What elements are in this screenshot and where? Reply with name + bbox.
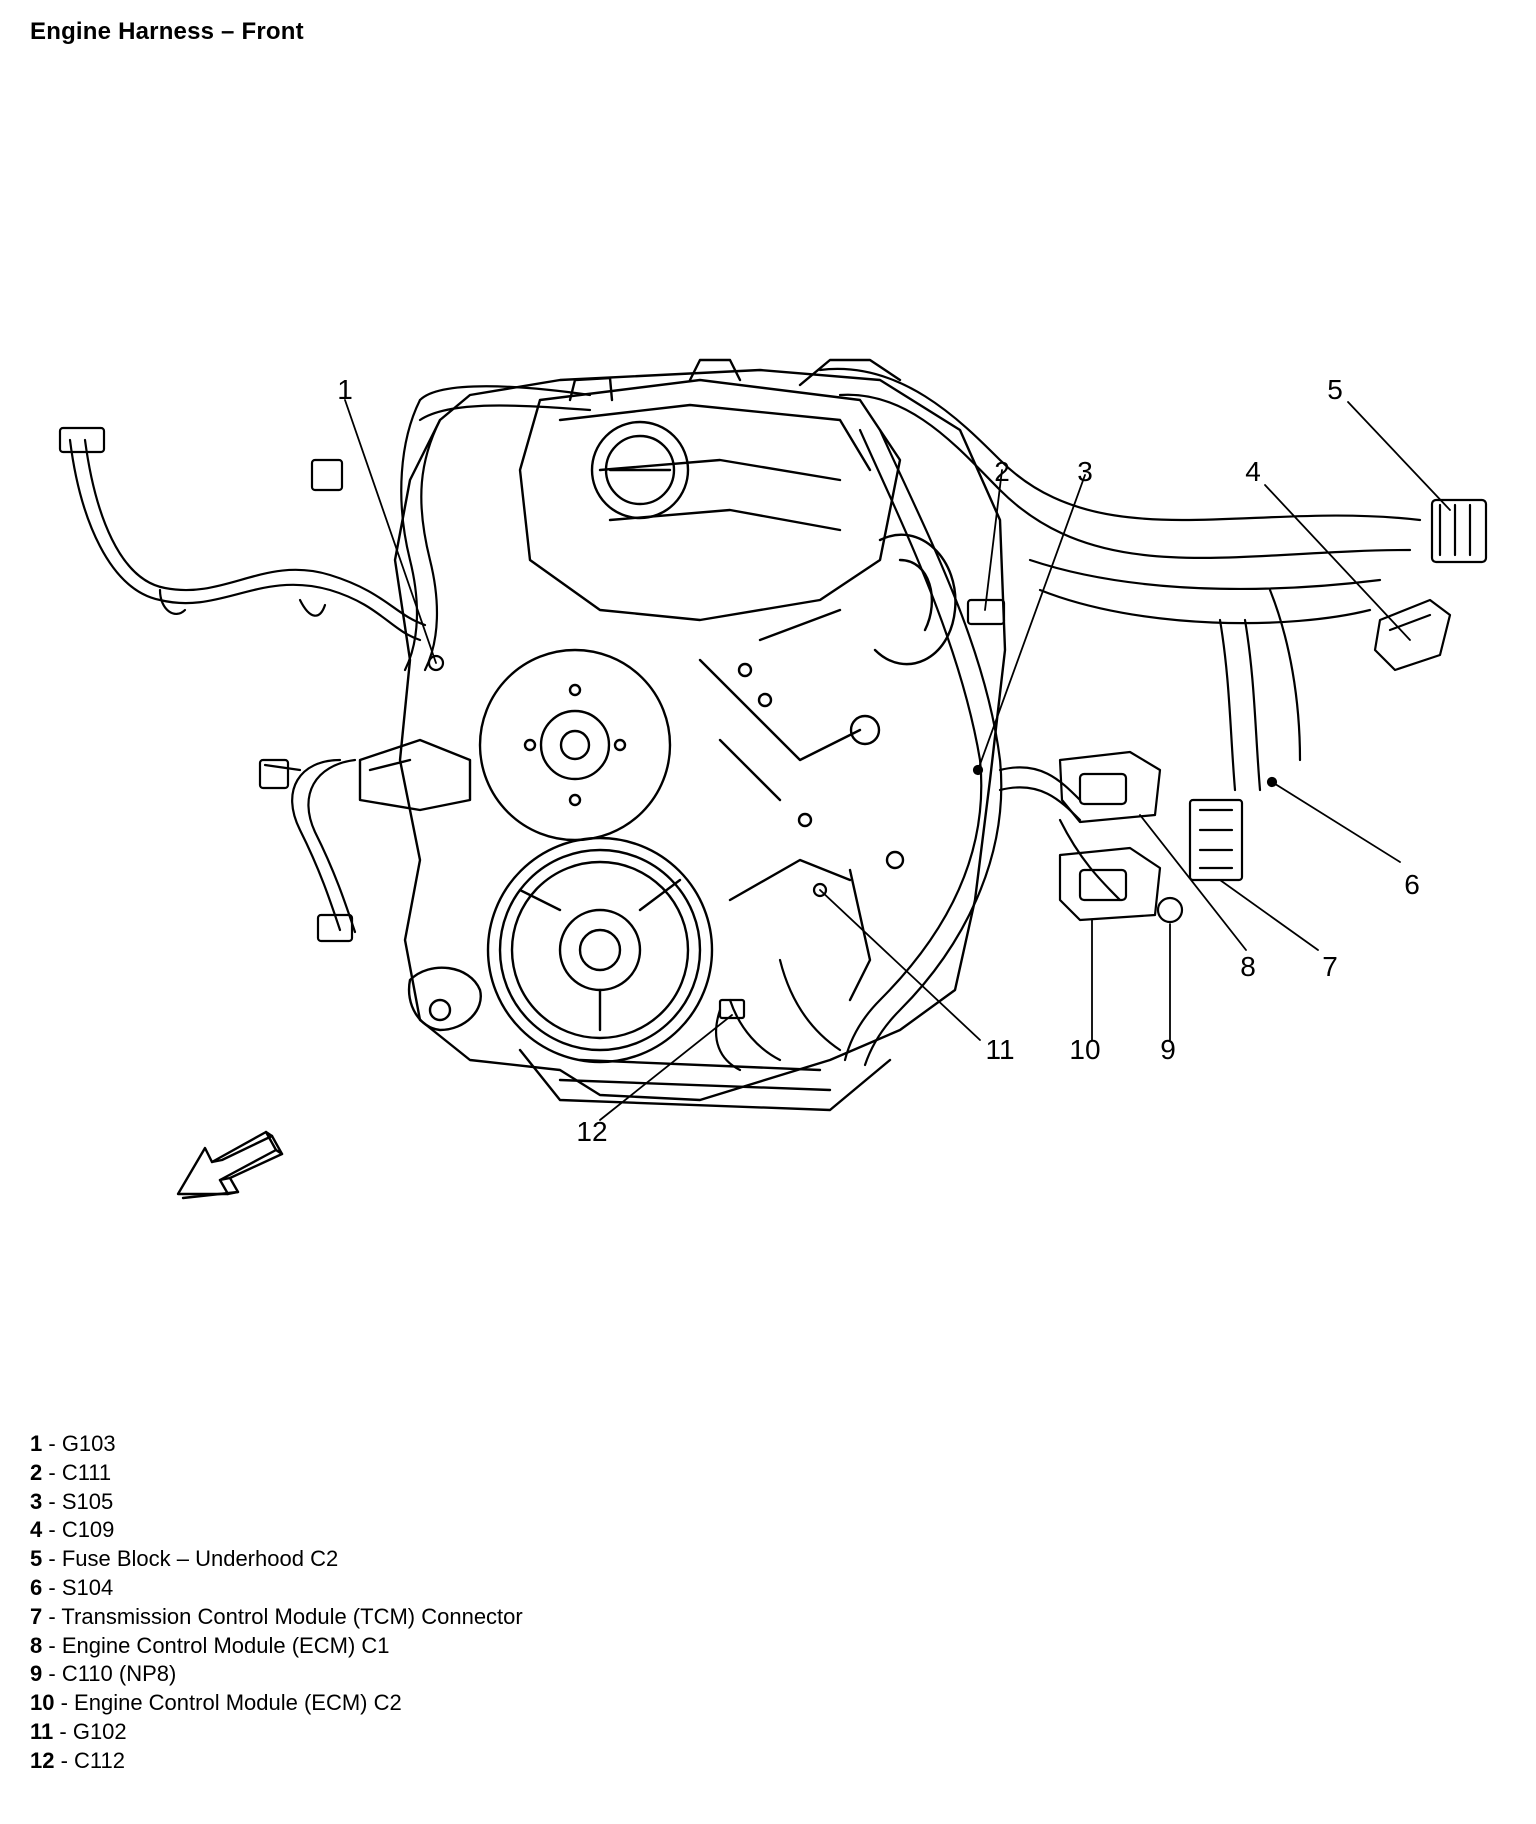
legend-item-4: 4 - C109 (30, 1517, 115, 1543)
callout-8: 8 (1240, 951, 1256, 982)
callout-10: 10 (1069, 1034, 1101, 1065)
callout-9: 9 (1160, 1034, 1176, 1065)
legend-item-7: 7 - Transmission Control Module (TCM) Co… (30, 1603, 523, 1629)
legend-item-2: 2 - C111 (30, 1459, 112, 1485)
leader-lines (344, 399, 1451, 1121)
callout-1: 1 (337, 374, 353, 405)
callout-4: 4 (1245, 456, 1261, 487)
front-direction-arrow (176, 1130, 284, 1200)
callout-12: 12 (576, 1116, 608, 1147)
engine-harness-illustration (58, 358, 1488, 1200)
legend-item-8: 8 - Engine Control Module (ECM) C1 (30, 1632, 390, 1658)
callout-2: 2 (994, 456, 1010, 487)
legend-item-6: 6 - S104 (30, 1574, 114, 1600)
legend-item-3: 3 - S105 (30, 1488, 114, 1514)
diagram-title: Engine Harness – Front (30, 18, 304, 45)
connectors (58, 426, 1488, 1020)
callout-6: 6 (1404, 869, 1420, 900)
legend: 1 - G103 2 - C111 3 - S105 4 - C109 5 - … (30, 1430, 523, 1776)
callout-7: 7 (1322, 951, 1338, 982)
legend-item-11: 11 - G102 (30, 1718, 127, 1744)
legend-item-5: 5 - Fuse Block – Underhood C2 (30, 1546, 339, 1572)
callout-3: 3 (1077, 456, 1093, 487)
callout-5: 5 (1327, 374, 1343, 405)
wiring-harness (68, 367, 1422, 1072)
callout-11: 11 (985, 1034, 1015, 1065)
engine-block (358, 358, 1007, 1112)
legend-item-1: 1 - G103 (30, 1431, 116, 1456)
legend-item-9: 9 - C110 (NP8) (30, 1661, 177, 1687)
legend-item-12: 12 - C112 (30, 1747, 126, 1773)
legend-item-10: 10 - Engine Control Module (ECM) C2 (30, 1690, 402, 1716)
